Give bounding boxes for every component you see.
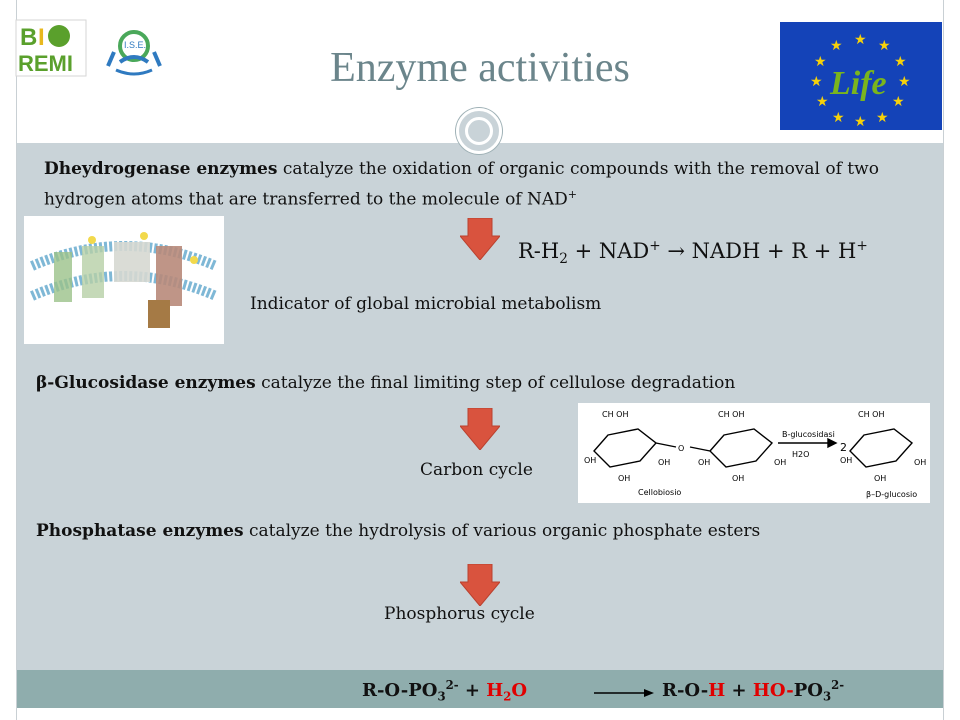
svg-text:★: ★	[830, 38, 843, 54]
svg-text:I: I	[38, 24, 45, 51]
svg-text:B-glucosidasi: B-glucosidasi	[782, 430, 835, 439]
glucosidase-heading: β-Glucosidase enzymes	[36, 373, 256, 393]
glucosidase-paragraph: β-Glucosidase enzymes catalyze the final…	[36, 370, 936, 396]
carbon-cycle-label: Carbon cycle	[420, 460, 533, 480]
reaction-arrow-icon	[594, 684, 654, 697]
metabolism-label: Indicator of global microbial metabolism	[250, 294, 602, 314]
svg-text:★: ★	[832, 110, 845, 126]
svg-text:OH: OH	[584, 456, 596, 465]
svg-text:CH OH: CH OH	[602, 410, 628, 419]
bioremi-logo: B I REMI	[14, 18, 88, 78]
svg-text:Cellobiosio: Cellobiosio	[638, 488, 681, 497]
glucosidase-text: catalyze the final limiting step of cell…	[255, 373, 736, 393]
phosphorus-cycle-label: Phosphorus cycle	[384, 604, 535, 624]
svg-text:★: ★	[894, 54, 907, 70]
dehydrogenase-text: catalyze the oxidation of organic compou…	[44, 159, 879, 210]
svg-text:OH: OH	[840, 456, 852, 465]
down-arrow-icon	[458, 217, 502, 261]
svg-text:β–D-glucosio: β–D-glucosio	[866, 490, 917, 499]
svg-text:O: O	[678, 444, 684, 453]
svg-text:Life: Life	[829, 65, 887, 102]
cellobiose-reaction-image: CH OH CH OH CH OH O OH OH OH OH OH OH OH…	[578, 403, 930, 503]
svg-text:H2O: H2O	[792, 450, 809, 459]
down-arrow-icon	[458, 407, 502, 451]
phosphatase-heading: Phosphatase enzymes	[36, 521, 244, 541]
svg-text:I.S.E.: I.S.E.	[124, 40, 146, 50]
svg-text:OH: OH	[618, 474, 630, 483]
slide-frame	[16, 0, 944, 720]
svg-text:★: ★	[898, 74, 911, 90]
svg-text:2: 2	[840, 441, 847, 454]
svg-text:CH OH: CH OH	[718, 410, 744, 419]
phosphatase-paragraph: Phosphatase enzymes catalyze the hydroly…	[36, 518, 918, 544]
dehydrogenase-equation: R-H2 + NAD+ → NADH + R + H+	[518, 238, 868, 268]
svg-text:★: ★	[810, 74, 823, 90]
svg-text:REMI: REMI	[18, 51, 73, 76]
svg-text:B: B	[20, 24, 37, 51]
membrane-enzyme-image	[24, 216, 224, 344]
phosphatase-equation: R-O-PO32- + H2O	[362, 678, 528, 704]
life-eu-logo: ★ ★ ★ ★ ★ ★ ★ ★ ★ ★ ★ ★ Life	[780, 22, 942, 130]
svg-text:OH: OH	[698, 458, 710, 467]
phosphatase-text: catalyze the hydrolysis of various organ…	[243, 521, 761, 541]
svg-text:★: ★	[814, 54, 827, 70]
svg-text:★: ★	[854, 32, 867, 48]
svg-text:OH: OH	[774, 458, 786, 467]
svg-text:OH: OH	[658, 458, 670, 467]
svg-text:★: ★	[878, 38, 891, 54]
footer-band	[17, 670, 943, 708]
down-arrow-icon	[458, 563, 502, 607]
dehydrogenase-heading: Dheydrogenase enzymes	[44, 159, 278, 179]
slide-title: Enzyme activities	[330, 45, 630, 91]
svg-text:★: ★	[876, 110, 889, 126]
svg-text:OH: OH	[914, 458, 926, 467]
svg-text:★: ★	[816, 94, 829, 110]
svg-text:★: ★	[854, 114, 867, 130]
phosphatase-products: R-O-H + HO-PO32-	[662, 678, 845, 704]
ring-ornament-icon	[456, 108, 502, 154]
svg-text:★: ★	[892, 94, 905, 110]
ise-logo: I.S.E.	[102, 22, 166, 78]
svg-text:OH: OH	[732, 474, 744, 483]
nad-charge: +	[567, 188, 578, 201]
svg-text:OH: OH	[874, 474, 886, 483]
svg-text:CH OH: CH OH	[858, 410, 884, 419]
dehydrogenase-paragraph: Dheydrogenase enzymes catalyze the oxida…	[44, 156, 904, 213]
